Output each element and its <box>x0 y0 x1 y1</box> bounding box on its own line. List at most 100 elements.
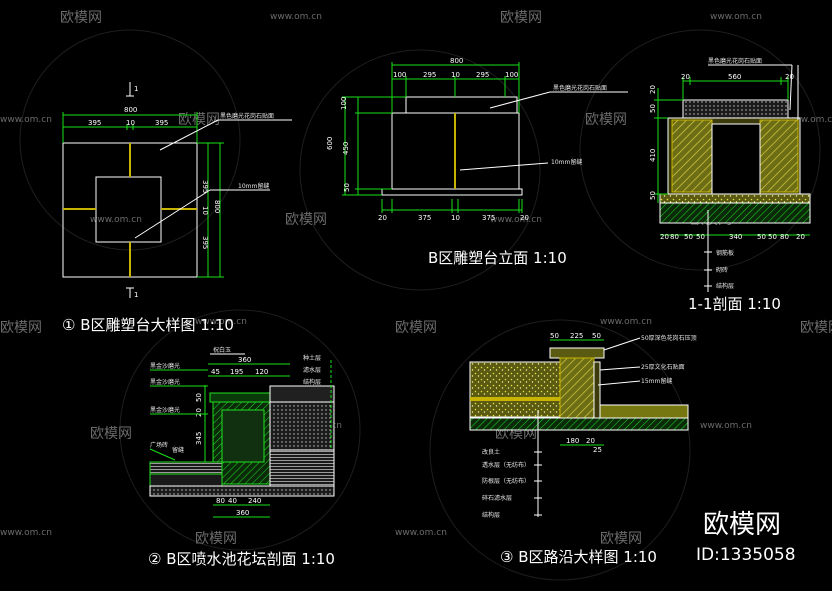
dim-label: 100 <box>340 97 348 110</box>
dim-label: 375 <box>418 214 431 222</box>
watermark-brand: 欧模网 <box>395 320 437 336</box>
top-label: 祝白玉 <box>213 346 231 354</box>
layer-label: 透水层（无纺布） <box>482 461 530 469</box>
watermark-site: www.om.cn <box>600 317 652 327</box>
dim-label: 80 <box>780 233 789 241</box>
dim-label: 20 <box>378 214 387 222</box>
dim-label: 340 <box>729 233 742 241</box>
note-stone: 黑色磨光花岗石贴面 <box>708 57 762 65</box>
left-note: 黑金沙磨光 <box>150 378 180 386</box>
dim-label: 20 <box>520 214 529 222</box>
dim-label: 375 <box>482 214 495 222</box>
layer-label: 防根层（无纺布） <box>482 477 530 485</box>
watermark-site: www.om.cn <box>0 528 52 538</box>
right-note: 15mm留缝 <box>641 377 672 385</box>
drawing-1-title: ① B区雕塑台大样图 1:10 <box>62 316 234 334</box>
right-note: 25厚文化石贴面 <box>641 363 685 371</box>
drawing-4-fountain: 祝白玉 360 45 195 120 50 20 345 黑金沙磨光 黑金沙磨光… <box>148 346 335 568</box>
dim-label: 225 <box>570 332 583 340</box>
watermark-brand: 欧模网 <box>285 212 327 228</box>
layer-label: 钢筋板 <box>716 249 734 257</box>
drawing-3-title: 1-1剖面 1:10 <box>688 295 781 313</box>
dim-label: 600 <box>326 137 334 150</box>
dim-label: 10 <box>451 214 460 222</box>
dim-label: 10 <box>451 71 460 79</box>
dim-label: 50 <box>649 191 657 200</box>
dim-label: 395 <box>88 119 101 127</box>
dim-label: 50 <box>757 233 766 241</box>
dim-label: 20 <box>649 85 657 94</box>
drawing-2-title: B区雕塑台立面 1:10 <box>428 249 567 267</box>
left-note: 广场砖 <box>150 441 168 449</box>
left-note: 黑金沙磨光 <box>150 406 180 414</box>
dim-label: 395 <box>201 180 209 193</box>
note-stone: 黑色磨光花岗石贴面 <box>553 84 607 92</box>
brand-logo: 欧模网 ID:1335058 <box>696 510 796 565</box>
watermark-brand: 欧模网 <box>90 426 132 442</box>
layer-label: 砌砖 <box>716 266 728 274</box>
dim-label: 50 <box>649 104 657 113</box>
section-mark-bottom: 1 <box>134 291 138 299</box>
layer-label: 改良土 <box>482 448 500 456</box>
dim-label: 800 <box>213 200 221 213</box>
dim-label: 50 <box>696 233 705 241</box>
dim-label: 195 <box>230 368 243 376</box>
drawing-4-title: ② B区喷水池花坛剖面 1:10 <box>148 550 335 568</box>
watermark-brand: 欧模网 <box>195 531 237 547</box>
dim-label: 360 <box>238 356 251 364</box>
watermark-brand: 欧模网 <box>0 320 42 336</box>
layer-label: 结构层 <box>716 282 734 290</box>
dim-label: 345 <box>195 432 203 445</box>
dim-label: 410 <box>649 149 657 162</box>
dim-label: 800 <box>450 57 463 65</box>
dim-label: 20 <box>660 233 669 241</box>
dim-label: 10 <box>201 206 209 215</box>
watermark-brand: 欧模网 <box>600 531 642 547</box>
drawing-2-elevation: 800 100 295 10 295 100 100 450 600 50 20… <box>326 57 628 267</box>
dim-label: 40 <box>228 497 237 505</box>
dim-label: 100 <box>505 71 518 79</box>
section-mark-top: 1 <box>134 85 138 93</box>
note-joint: 10mm留缝 <box>551 158 582 166</box>
watermark-site: www.om.cn <box>195 317 247 327</box>
dim-label: 560 <box>728 73 741 81</box>
watermark-brand: 欧模网 <box>500 10 542 26</box>
dim-label: 20 <box>796 233 805 241</box>
dim-label: 180 <box>566 437 579 445</box>
note-stone: 黑色磨光花岗石贴面 <box>220 112 274 120</box>
dim-label: 20 <box>195 408 203 417</box>
dim-label: 50 <box>550 332 559 340</box>
watermark-site: www.om.cn <box>786 115 832 125</box>
dim-label: 450 <box>342 142 350 155</box>
left-note: 黑金沙磨光 <box>150 362 180 370</box>
dim-label: 800 <box>124 106 137 114</box>
dim-label: 50 <box>343 183 351 192</box>
right-note: 种土层 <box>303 354 321 362</box>
watermark-brand: 欧模网 <box>800 320 832 336</box>
dim-label: 240 <box>248 497 261 505</box>
dim-label: 50 <box>768 233 777 241</box>
dim-label: 20 <box>785 73 794 81</box>
watermark-site: www.om.cn <box>0 115 52 125</box>
logo-id: ID:1335058 <box>696 545 796 565</box>
dim-label: 295 <box>423 71 436 79</box>
dim-label: 20 <box>681 73 690 81</box>
dim-label: 45 <box>211 368 220 376</box>
dim-label: 80 <box>670 233 679 241</box>
dim-label: 360 <box>236 509 249 517</box>
note-joint: 10mm留缝 <box>238 182 269 190</box>
drawing-1-plan: 1 1 800 395 10 395 395 10 395 800 黑色磨光花岗… <box>62 82 292 334</box>
dim-label: 120 <box>255 368 268 376</box>
drawing-3-section: 20 560 20 20 50 410 50 20 80 50 50 340 5… <box>649 57 811 313</box>
dim-label: 50 <box>592 332 601 340</box>
layer-label: 碎石滤水层 <box>482 494 512 502</box>
dim-label: 25 <box>593 446 602 454</box>
watermark-site: www.om.cn <box>710 12 762 22</box>
watermark-brand: 欧模网 <box>178 112 220 128</box>
right-note: 结构层 <box>303 378 321 386</box>
watermark-brand: 欧模网 <box>585 112 627 128</box>
dim-label: 100 <box>393 71 406 79</box>
watermark-brand: 欧模网 <box>60 10 102 26</box>
dim-label: 80 <box>216 497 225 505</box>
